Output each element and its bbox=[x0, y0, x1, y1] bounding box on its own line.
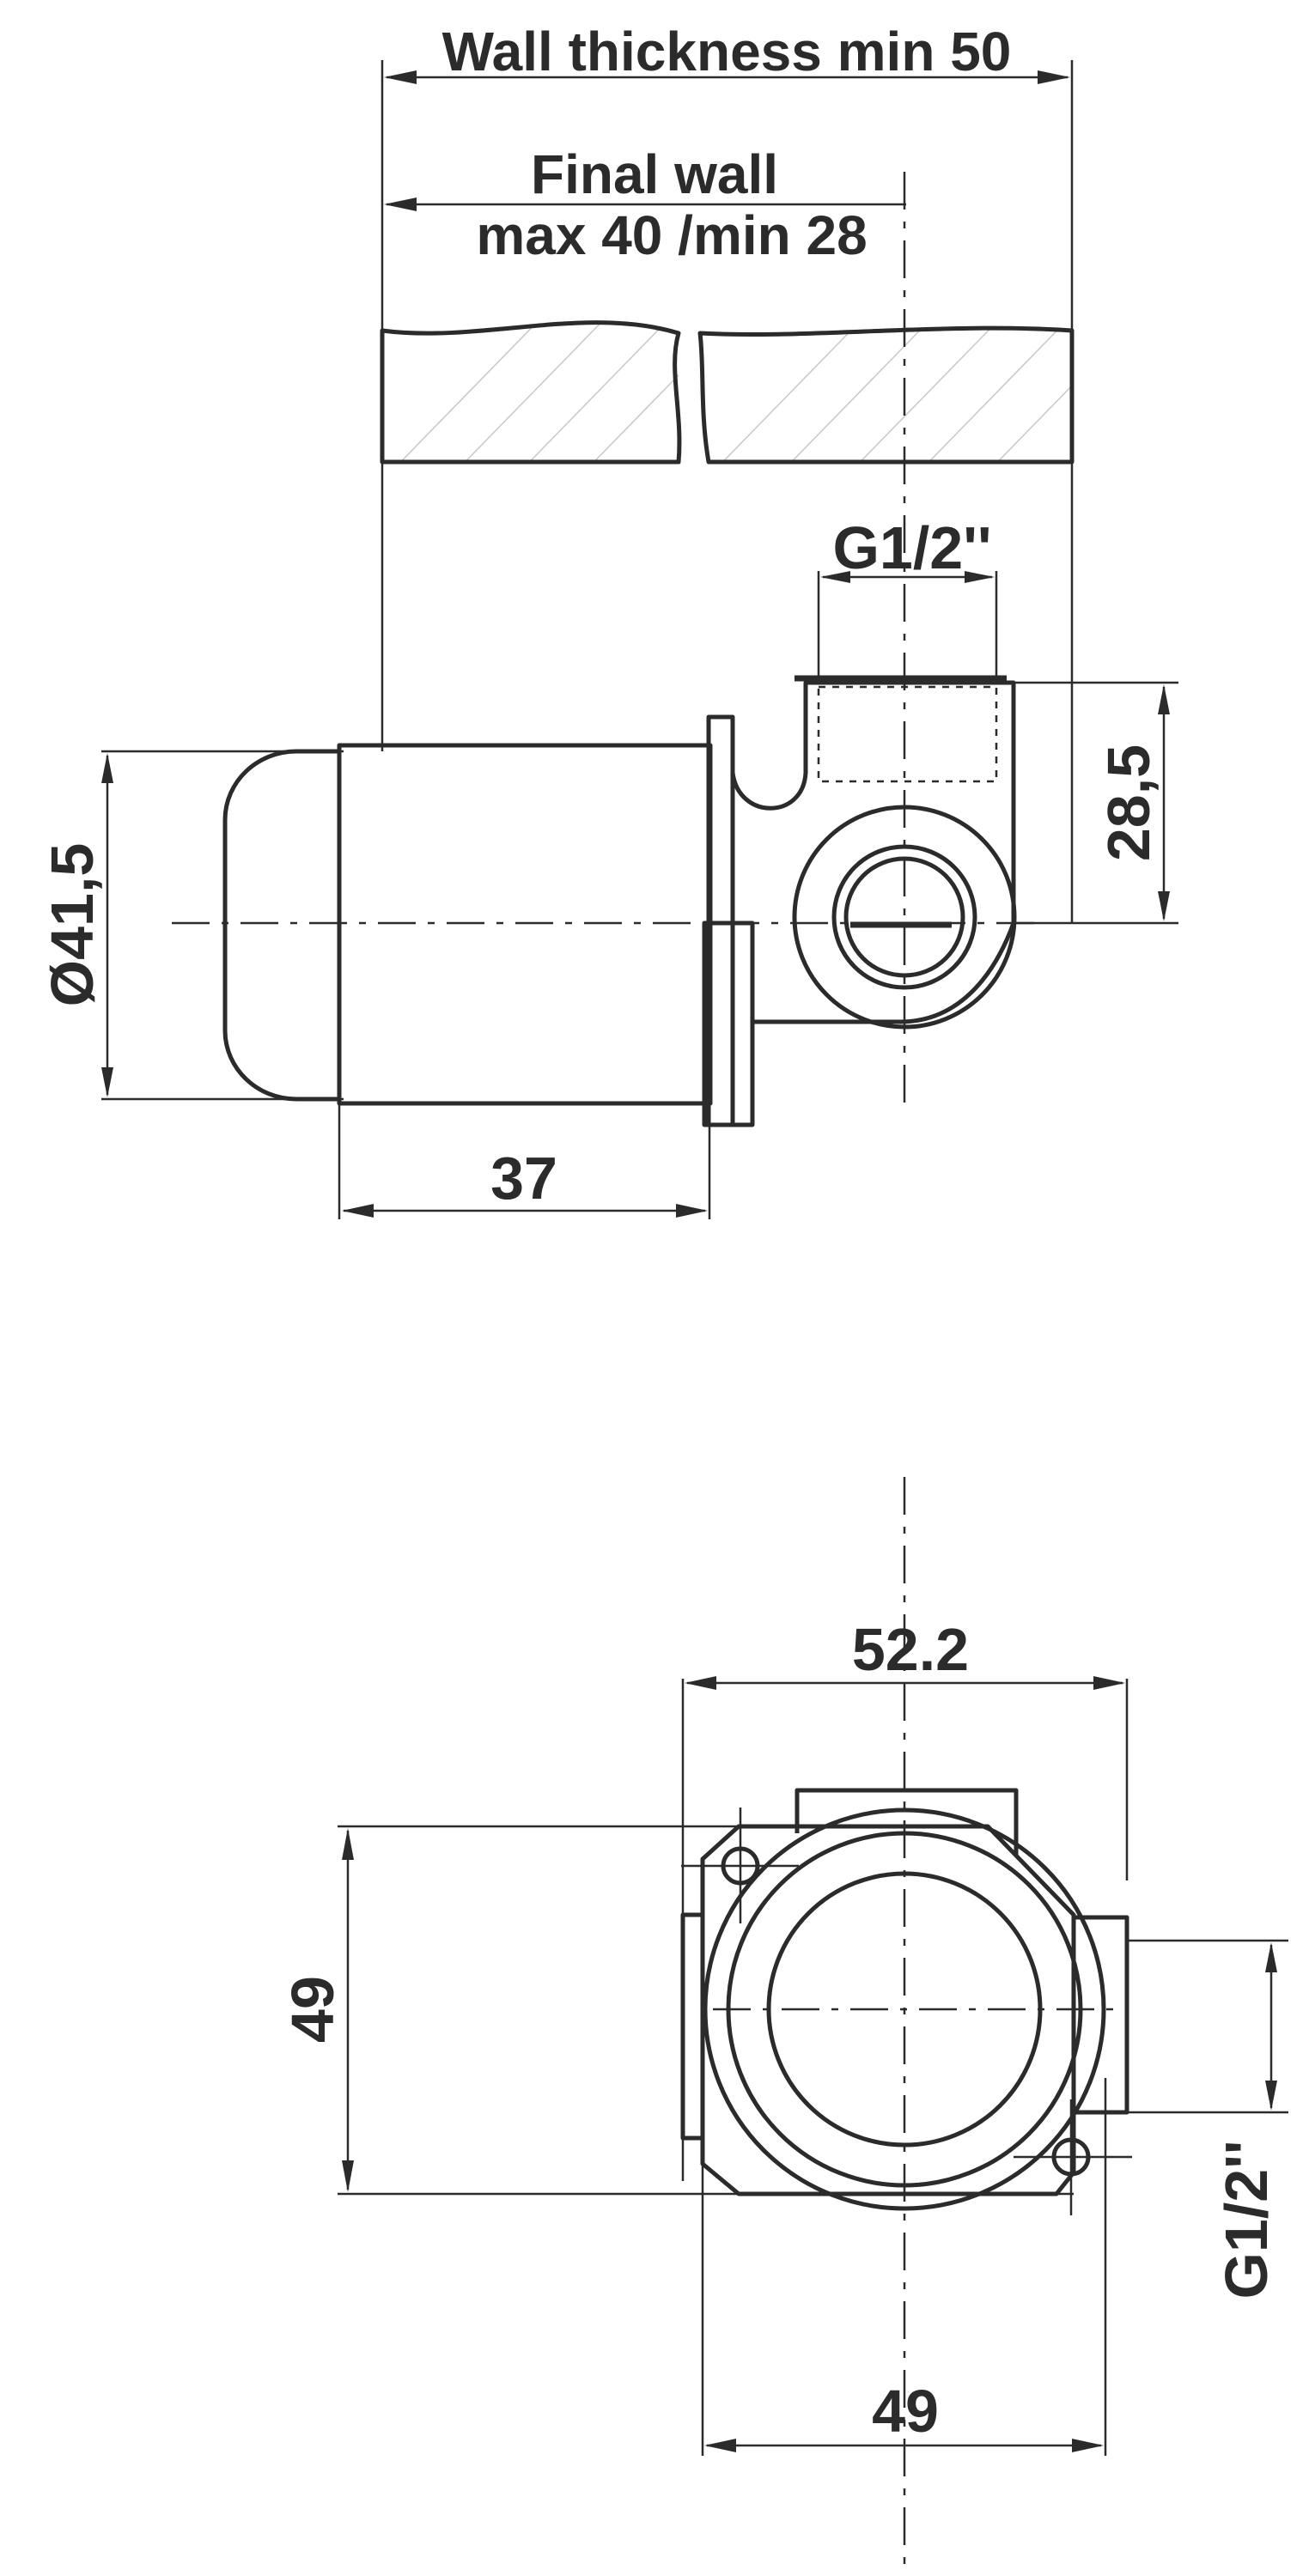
wall-hatch-right bbox=[703, 328, 1072, 462]
dim-depth: 28,5 bbox=[1095, 684, 1170, 921]
dim-width-bottom: 49 bbox=[704, 2378, 1104, 2452]
dim-diameter: Ø41,5 bbox=[39, 753, 113, 1097]
height-label: 49 bbox=[279, 1976, 346, 2043]
handle-cap bbox=[222, 749, 339, 1102]
wall-left-segment bbox=[380, 320, 682, 465]
dim-height: 49 bbox=[279, 1828, 354, 2192]
final-wall-label-line1: Final wall bbox=[531, 143, 778, 205]
left-lug bbox=[680, 1912, 703, 2141]
thread-label-front: G1/2'' bbox=[1213, 2140, 1280, 2299]
mounting-plate bbox=[700, 1824, 1076, 2196]
final-wall-label-line2: max 40 /min 28 bbox=[476, 204, 867, 266]
body-outer-ring bbox=[703, 1807, 1106, 2211]
diameter-label: Ø41,5 bbox=[39, 843, 106, 1007]
wall-thickness-label: Wall thickness min 50 bbox=[442, 21, 1012, 82]
dim-thread-side: G1/2'' bbox=[820, 514, 995, 583]
top-boss bbox=[795, 1788, 1019, 1855]
right-lug bbox=[1074, 1915, 1129, 2115]
valve-housing bbox=[730, 680, 1016, 1024]
body-length-label: 37 bbox=[490, 1145, 557, 1212]
main-cylinder bbox=[337, 743, 713, 1106]
dim-wall-thickness: Wall thickness min 50 bbox=[384, 21, 1070, 84]
thread-label-side: G1/2'' bbox=[832, 514, 991, 581]
depth-label: 28,5 bbox=[1095, 744, 1162, 861]
width-top-label: 52.2 bbox=[852, 1616, 969, 1683]
front-view: 52.2 49 49 G1/2'' bbox=[279, 1477, 1288, 2567]
wall-section bbox=[380, 320, 1075, 465]
wall-right-segment bbox=[697, 325, 1075, 465]
valve-side-body bbox=[222, 675, 1017, 1127]
dim-final-wall: Final wall max 40 /min 28 bbox=[384, 143, 906, 266]
valve-front-body bbox=[680, 1788, 1132, 2215]
dim-body-length: 37 bbox=[342, 1145, 708, 1218]
internal-thread-hidden bbox=[817, 685, 998, 783]
screw-hole-top-left bbox=[681, 1807, 799, 1923]
screw-hole-bottom-right bbox=[1014, 2099, 1132, 2215]
dim-thread-front: G1/2'' bbox=[1213, 1942, 1280, 2300]
wall-hatch-left bbox=[382, 322, 679, 462]
side-view: Wall thickness min 50 Final wall max 40 … bbox=[39, 21, 1178, 1219]
